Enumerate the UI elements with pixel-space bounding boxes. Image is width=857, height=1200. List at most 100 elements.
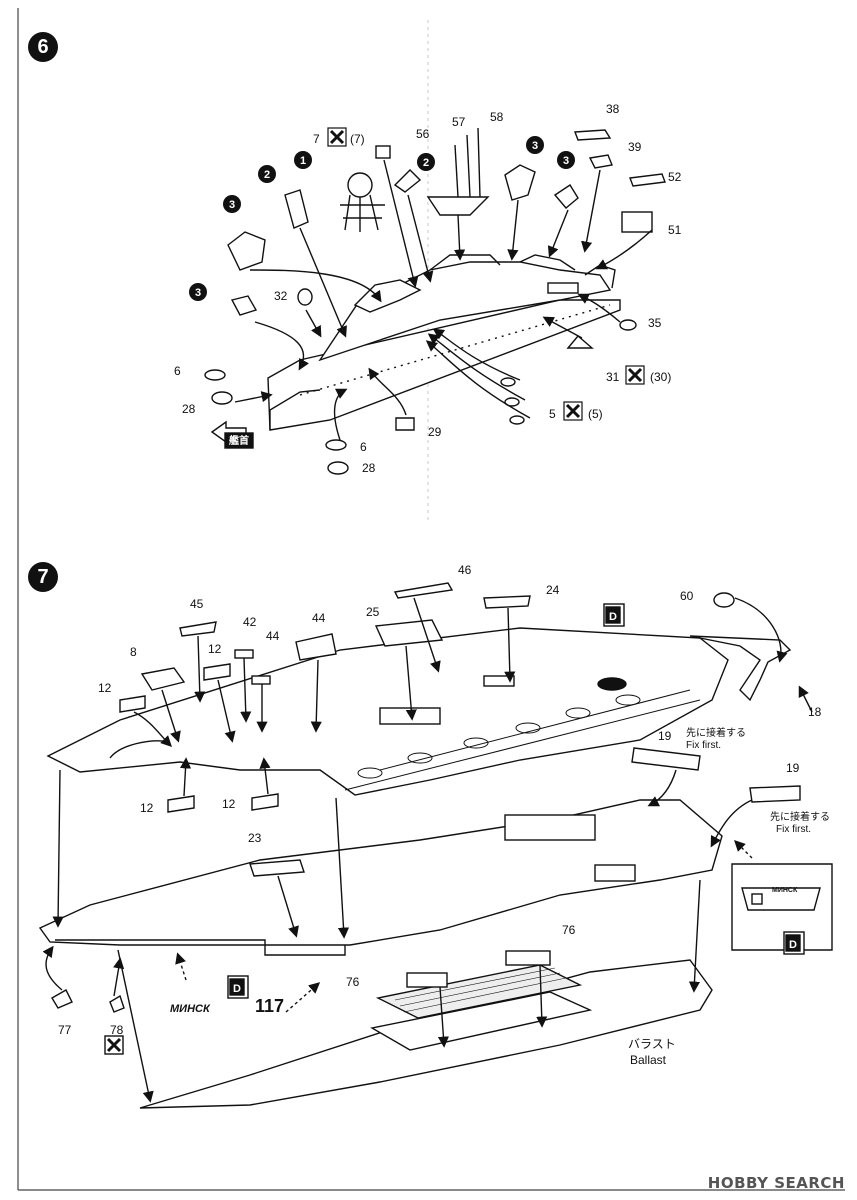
part-35 [619, 319, 637, 331]
substep-1 [294, 151, 312, 169]
label-39: 39 [628, 140, 642, 154]
deck-emblem [597, 677, 627, 691]
label-30: (30) [650, 370, 671, 384]
part-38 [574, 129, 612, 141]
label-51: 51 [668, 223, 682, 237]
inset-ship-name: МИНСК [772, 887, 798, 894]
part-12d [251, 793, 279, 811]
part-12c [167, 795, 195, 813]
substep-3b-text: 3 [195, 287, 201, 299]
part-46 [393, 582, 454, 599]
step7-labels: 46 24 45 25 44 42 44 8 12 12 12 12 60 18… [58, 563, 830, 1067]
part-8 [140, 667, 186, 691]
label-57: 57 [452, 115, 466, 129]
part-45 [179, 621, 217, 637]
label-5b: (5) [588, 407, 603, 421]
label-46: 46 [458, 563, 472, 577]
sensor-cluster-3c [227, 231, 266, 271]
substep-2b-text: 2 [423, 157, 429, 169]
label-58: 58 [490, 110, 504, 124]
flag-icons [327, 127, 645, 421]
watermark: HOBBY SEARCH [707, 1174, 845, 1192]
ballast-plate-upper [375, 964, 583, 1019]
label-12b: 12 [208, 642, 222, 656]
platform-56 [426, 196, 490, 216]
label-12c: 12 [140, 801, 154, 815]
label-76a: 76 [346, 975, 360, 989]
label-19a: 19 [658, 729, 672, 743]
label-38: 38 [606, 102, 620, 116]
fix-first-en-b: Fix first. [776, 824, 811, 835]
ship-name: МИНСК [170, 1003, 211, 1015]
label-6b: 6 [360, 440, 367, 454]
substep-3a [223, 195, 241, 213]
label-45: 45 [190, 597, 204, 611]
label-28b: 28 [362, 461, 376, 475]
decal-d-icons [104, 603, 805, 1055]
substep-2a [258, 165, 276, 183]
part-44 [295, 633, 337, 661]
label-7: 7 [313, 132, 320, 146]
substep-2b [417, 153, 435, 171]
boat-5a [500, 377, 516, 387]
antenna-frame [284, 189, 309, 229]
label-35: 35 [648, 316, 662, 330]
sensor-cluster-3d [230, 295, 258, 316]
part-28a [211, 391, 233, 405]
part-76b [505, 950, 551, 966]
fix-first-jp-b: 先に接着する [770, 810, 830, 823]
label-25: 25 [366, 605, 380, 619]
part-51 [621, 211, 653, 233]
substep-markers [189, 136, 575, 301]
part-52 [629, 173, 666, 187]
gun-mount-3a [504, 164, 536, 201]
label-28a: 28 [182, 402, 196, 416]
label-24: 24 [546, 583, 560, 597]
part-77 [51, 989, 73, 1009]
label-56: 56 [416, 127, 430, 141]
label-52: 52 [668, 170, 682, 184]
label-12d: 12 [222, 797, 236, 811]
part-6b [325, 439, 347, 451]
label-7b: (7) [350, 132, 365, 146]
part-19a [631, 747, 701, 771]
decal-letter-inset: D [789, 939, 797, 951]
label-12a: 12 [98, 681, 112, 695]
part-42b [251, 675, 271, 685]
label-6a: 6 [174, 364, 181, 378]
step6-assembly [204, 127, 666, 475]
radar-array [393, 169, 422, 193]
part-39 [588, 154, 613, 169]
label-42: 42 [243, 615, 257, 629]
bow-label-box [224, 432, 254, 449]
part-12b [203, 663, 231, 681]
step6-labels: 7 (7) 56 57 58 38 39 52 51 32 6 28 29 6 … [174, 102, 682, 475]
substep-3a-text: 3 [229, 199, 235, 211]
part-31 [566, 335, 594, 349]
part-32 [297, 288, 313, 306]
label-18: 18 [808, 705, 822, 719]
part-7 [375, 145, 391, 159]
substep-3c-text: 3 [532, 140, 538, 152]
part-19b [749, 785, 801, 803]
bow-label: 艦首 [229, 434, 249, 447]
label-23: 23 [248, 831, 262, 845]
part-29 [395, 417, 415, 431]
part-23 [249, 859, 305, 877]
label-31: 31 [606, 370, 620, 384]
part-78 [109, 994, 125, 1013]
part-60 [713, 592, 735, 608]
label-19b: 19 [786, 761, 800, 775]
label-29: 29 [428, 425, 442, 439]
boat-5b [504, 397, 520, 407]
part-28b [327, 461, 349, 475]
label-44: 44 [312, 611, 326, 625]
label-60: 60 [680, 589, 694, 603]
radome [347, 172, 373, 198]
decal-letter-hull: D [233, 983, 241, 995]
decal-letter-deck: D [609, 611, 617, 623]
label-78: 78 [110, 1023, 124, 1037]
ballast-en: Ballast [630, 1053, 667, 1067]
